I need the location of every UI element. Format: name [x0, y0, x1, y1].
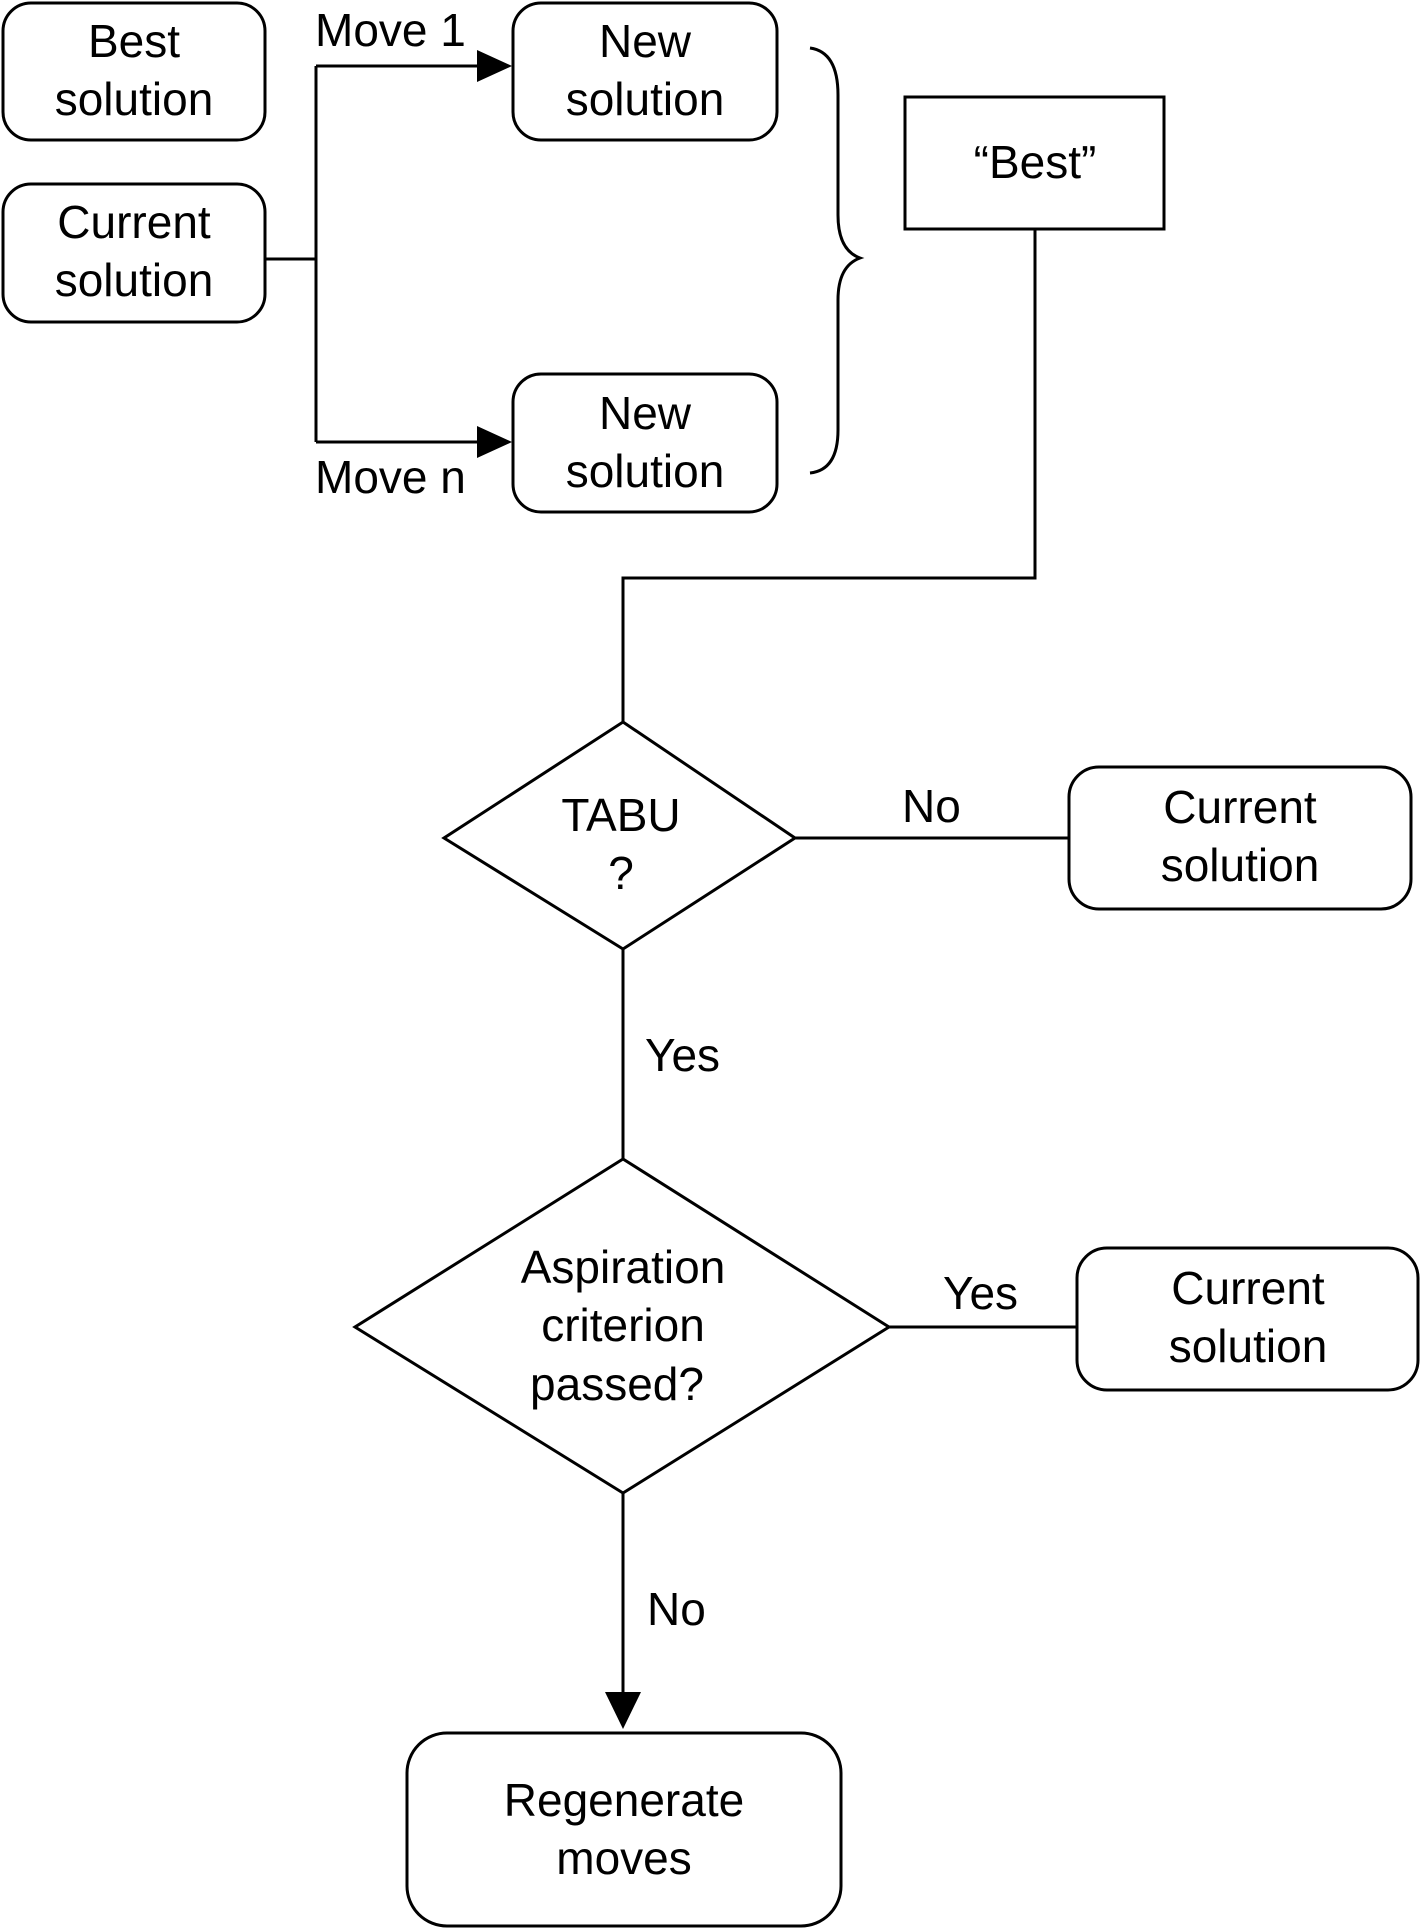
new-solution-n-box [511, 372, 779, 514]
current-solution-start-label-line2: solution [55, 254, 214, 306]
best-solution-box [1, 1, 267, 142]
current-solution-aspiration-yes-label-line1: Current [1171, 1262, 1325, 1314]
aspiration-decision-label-line2: criterion [541, 1299, 705, 1351]
tabu-no-label: No [902, 780, 961, 832]
new-solution-n-label-line2: solution [566, 445, 725, 497]
aspiration-decision-diamond [352, 1157, 892, 1495]
aspiration-decision-label-line3: passed? [530, 1358, 704, 1410]
aspiration-yes-label: Yes [943, 1267, 1018, 1319]
node-texts: Best solution Current solution New solut… [55, 15, 1328, 1884]
best-quoted-box [903, 95, 1166, 231]
new-solution-1-label-line2: solution [566, 73, 725, 125]
current-solution-tabu-no-box [1067, 765, 1413, 911]
regenerate-moves-box [405, 1731, 843, 1928]
tabu-yes-label: Yes [645, 1029, 720, 1081]
new-solution-1-label-line1: New [599, 15, 692, 67]
tabu-decision-label-line1: TABU [561, 789, 680, 841]
best-solution-label-line2: solution [55, 73, 214, 125]
move-1-label: Move 1 [315, 4, 466, 56]
edge-labels: Move 1 Move n No Yes Yes No [315, 4, 1018, 1635]
move-n-label: Move n [315, 451, 466, 503]
current-solution-aspiration-yes-box [1075, 1246, 1420, 1392]
current-solution-start-label-line1: Current [57, 196, 211, 248]
current-solution-start-box [1, 182, 267, 324]
regenerate-moves-label-line1: Regenerate [504, 1774, 744, 1826]
new-solution-n-label-line1: New [599, 387, 692, 439]
connectors [265, 46, 1077, 1729]
regenerate-moves-label-line2: moves [556, 1832, 691, 1884]
curly-brace [809, 46, 865, 475]
aspiration-decision-label-line1: Aspiration [521, 1241, 726, 1293]
aspiration-no-arrowhead [605, 1692, 641, 1729]
aspiration-no-label: No [647, 1583, 706, 1635]
tabu-decision-label-line2: ? [608, 847, 634, 899]
move-n-arrowhead [477, 426, 512, 458]
current-solution-tabu-no-label-line2: solution [1161, 839, 1320, 891]
best-solution-label-line1: Best [88, 15, 180, 67]
connector-best-to-tabu [621, 229, 1037, 722]
move-1-arrowhead [477, 50, 512, 82]
best-quoted-label: “Best” [974, 136, 1097, 188]
current-solution-tabu-no-label-line1: Current [1163, 781, 1317, 833]
new-solution-1-box [511, 1, 779, 142]
tabu-decision-diamond [441, 720, 798, 951]
current-solution-aspiration-yes-label-line2: solution [1169, 1320, 1328, 1372]
